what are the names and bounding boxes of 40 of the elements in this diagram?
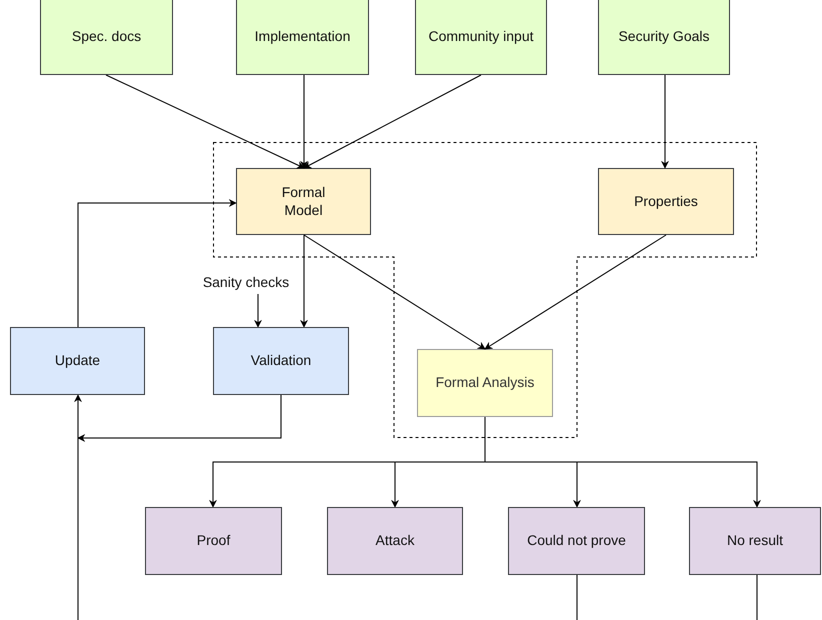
arrow [304, 234, 486, 350]
node-label: Properties [633, 192, 699, 210]
arrow [303, 74, 482, 168]
annotation-text: Sanity checks [202, 274, 290, 292]
node-label: No result [726, 532, 784, 550]
arrow [300, 74, 308, 169]
arrow [106, 74, 305, 169]
node-label: Update [54, 352, 102, 370]
process-box [236, 168, 371, 235]
node-label: Implementation [254, 28, 352, 46]
result-box [327, 507, 463, 575]
arrow [300, 234, 308, 328]
input-box [598, 0, 730, 75]
process-box [417, 349, 553, 417]
node-label: Security Goals [617, 28, 711, 46]
connector-line [576, 574, 578, 620]
input-box [415, 0, 547, 75]
input-box [236, 0, 369, 75]
result-box [689, 507, 821, 575]
node-label: Formal Analysis [434, 374, 536, 392]
node-label: Attack [374, 532, 416, 550]
arrow [77, 394, 282, 442]
input-box [40, 0, 173, 75]
process-box [10, 327, 145, 395]
node-label: Formal Model [280, 184, 326, 219]
arrow [254, 294, 262, 328]
node-label: Could not prove [526, 532, 627, 550]
process-box [598, 168, 734, 235]
result-box [145, 507, 282, 575]
arrow [484, 234, 666, 350]
arrow [74, 394, 82, 620]
process-box [213, 327, 349, 395]
connector-line [756, 574, 758, 620]
result-box [508, 507, 645, 575]
node-label: Community input [427, 28, 535, 46]
node-label: Proof [196, 532, 232, 550]
arrow [78, 199, 237, 328]
node-label: Spec. docs [70, 28, 142, 46]
node-label: Validation [250, 352, 312, 370]
arrow [661, 74, 669, 169]
